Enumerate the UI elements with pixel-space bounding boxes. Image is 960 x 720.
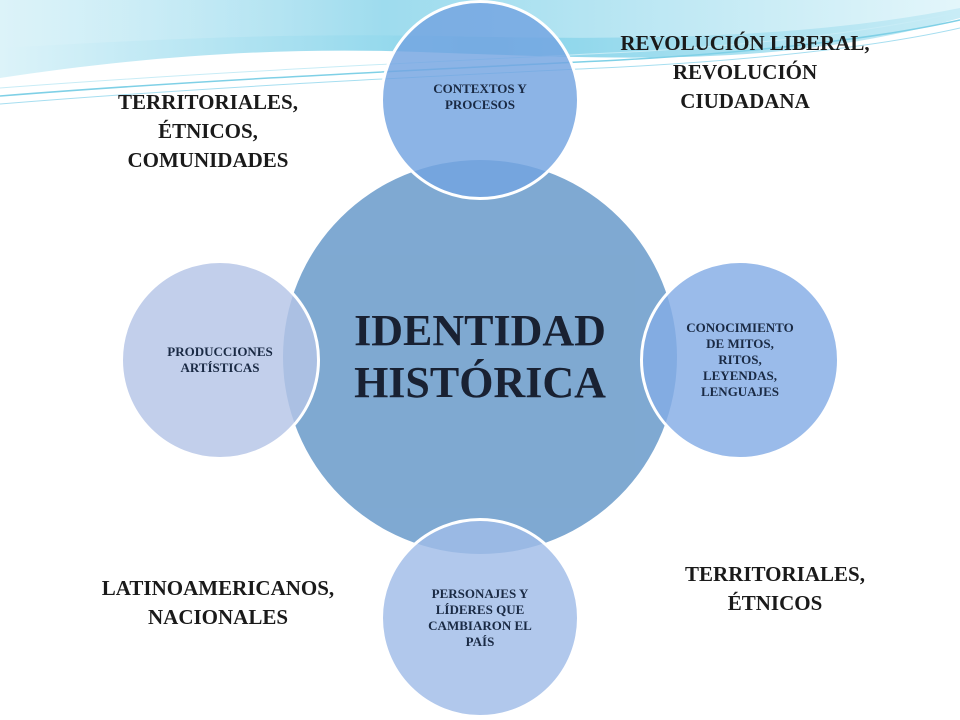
center-label: IDENTIDAD HISTÓRICA [354,306,606,407]
center-circle: IDENTIDAD HISTÓRICA [283,160,677,554]
node-circle-right: CONOCIMIENTO DE MITOS, RITOS, LEYENDAS, … [640,260,840,460]
node-label-top: CONTEXTOS Y PROCESOS [433,81,527,112]
node-label-right: CONOCIMIENTO DE MITOS, RITOS, LEYENDAS, … [686,320,794,399]
annotation-bottom-left: LATINOAMERICANOS, NACIONALES [101,576,335,629]
wave-line [0,11,960,89]
annotation-top-left: TERRITORIALES, ÉTNICOS, COMUNIDADES [118,90,298,172]
node-circle-bottom: PERSONAJES Y LÍDERES QUE CAMBIARON EL PA… [380,518,580,718]
node-circle-top: CONTEXTOS Y PROCESOS [380,0,580,200]
node-label-left: PRODUCCIONES ARTÍSTICAS [167,344,273,375]
annotation-top-right: REVOLUCIÓN LIBERAL, REVOLUCIÓN CIUDADANA [620,31,870,113]
node-label-bottom: PERSONAJES Y LÍDERES QUE CAMBIARON EL PA… [428,586,532,649]
node-circle-left: PRODUCCIONES ARTÍSTICAS [120,260,320,460]
annotation-bottom-right: TERRITORIALES, ÉTNICOS [685,562,865,615]
